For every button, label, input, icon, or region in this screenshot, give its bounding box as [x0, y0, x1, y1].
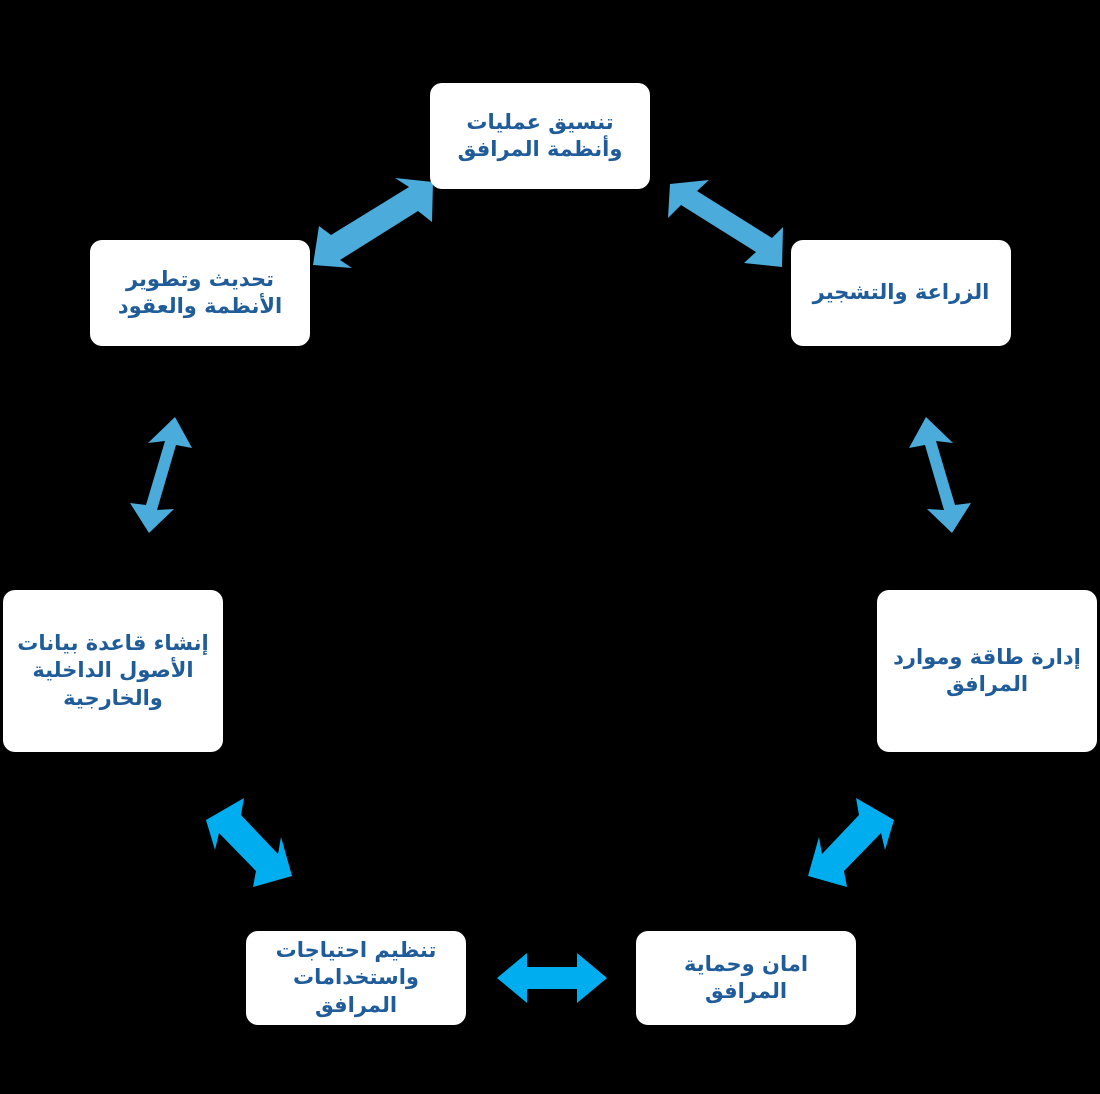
node-top-coordination[interactable]: تنسيق عمليات وأنظمة المرافق [430, 83, 650, 189]
double-arrow-shape [497, 953, 607, 1003]
connector-upper-right-to-middle-right [903, 415, 983, 535]
double-arrow-shape [909, 417, 971, 533]
connector-middle-left-to-bottom-left [200, 792, 295, 897]
connector-bottom-left-to-bottom-right [497, 952, 607, 1004]
double-arrow-shape [206, 798, 292, 887]
node-label: تحديث وتطوير الأنظمة والعقود [117, 266, 283, 318]
node-label: إدارة طاقة وموارد المرافق [893, 644, 1081, 696]
node-upper-left-systems-contracts[interactable]: تحديث وتطوير الأنظمة والعقود [90, 240, 310, 346]
double-arrow-shape [808, 798, 894, 887]
node-bottom-left-needs-regulation[interactable]: تنظيم احتياجات واستخدامات المرافق [246, 931, 466, 1025]
node-middle-right-energy-resources[interactable]: إدارة طاقة وموارد المرافق [877, 590, 1097, 752]
connector-top-to-upper-left [305, 178, 440, 268]
node-middle-left-asset-database[interactable]: إنشاء قاعدة بيانات الأصول الداخلية والخا… [3, 590, 223, 752]
node-upper-right-agriculture[interactable]: الزراعة والتشجير [791, 240, 1011, 346]
double-arrow-shape [130, 417, 192, 533]
node-label: تنظيم احتياجات واستخدامات المرافق [275, 938, 437, 1017]
double-arrow-shape [313, 178, 433, 268]
connector-upper-left-to-middle-left [118, 415, 198, 535]
node-label: إنشاء قاعدة بيانات الأصول الداخلية والخا… [17, 631, 209, 710]
connector-middle-right-to-bottom-right [805, 792, 900, 897]
node-label: امان وحماية المرافق [683, 951, 809, 1003]
connector-top-to-upper-right [664, 178, 789, 268]
node-label: الزراعة والتشجير [812, 280, 990, 305]
node-label: تنسيق عمليات وأنظمة المرافق [457, 109, 623, 161]
double-arrow-shape [668, 180, 783, 267]
node-bottom-right-safety-protection[interactable]: امان وحماية المرافق [636, 931, 856, 1025]
